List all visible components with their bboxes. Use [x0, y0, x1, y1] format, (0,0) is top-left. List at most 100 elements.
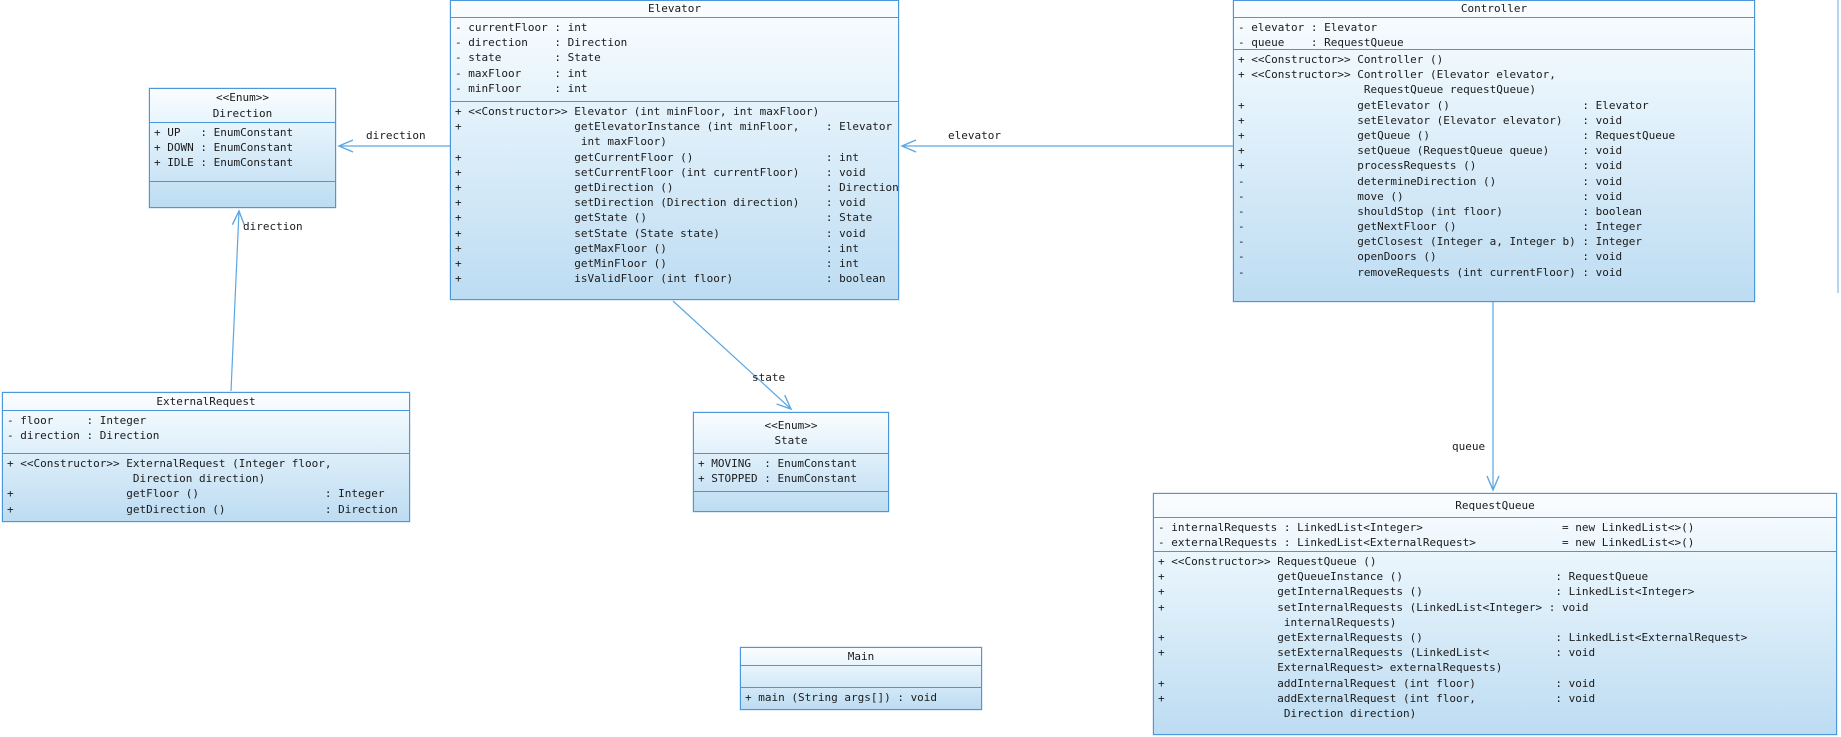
member-line: + <<Constructor>> Elevator (int minFloor…: [455, 105, 820, 118]
class-name: Elevator: [648, 2, 701, 16]
member-line: + setDirection (Direction direction) : v…: [455, 196, 866, 210]
member-line: - floor : Integer: [7, 414, 147, 427]
association-label-direction-2: direction: [243, 220, 303, 233]
class-name: RequestQueue: [1455, 498, 1535, 512]
member-line: - move () : void: [1238, 189, 1623, 203]
member-line: + getInternalRequests () : LinkedList<In…: [1158, 585, 1695, 599]
member-line: - direction : Direction: [455, 36, 628, 50]
member-line: ExternalRequest> externalRequests): [1158, 661, 1503, 675]
member-line: + <<Constructor>> Controller (): [1238, 53, 1444, 66]
methods-compartment: + <<Constructor>> ExternalRequest (Integ…: [3, 453, 409, 521]
member-line: - determineDirection () : void: [1238, 174, 1623, 188]
member-line: - state : State: [455, 51, 601, 65]
methods-compartment: + <<Constructor>> RequestQueue () + getQu…: [1154, 551, 1836, 734]
class-title-state: <<Enum>> State: [694, 413, 888, 453]
member-line: + <<Constructor>> ExternalRequest (Integ…: [7, 457, 332, 470]
association-label-state: state: [752, 371, 786, 384]
class-name: ExternalRequest: [156, 394, 256, 408]
member-line: - currentFloor : int: [455, 21, 588, 34]
attributes-compartment: + MOVING : EnumConstant+ STOPPED : EnumC…: [694, 453, 888, 491]
member-line: + addInternalRequest (int floor) : void: [1158, 676, 1596, 690]
class-name: Direction: [212, 106, 273, 120]
methods-compartment: + main (String args[]) : void: [741, 687, 981, 709]
member-line: + getMinFloor () : int: [455, 256, 859, 270]
member-line: + setInternalRequests (LinkedList<Intege…: [1158, 600, 1589, 614]
member-line: - removeRequests (int currentFloor) : vo…: [1238, 265, 1623, 279]
member-line: Direction direction): [1158, 706, 1417, 720]
member-line: - getNextFloor () : Integer: [1238, 220, 1642, 234]
member-line: RequestQueue requestQueue): [1238, 83, 1537, 97]
member-line: + getState () : State: [455, 211, 873, 225]
member-line: internalRequests): [1158, 615, 1397, 629]
attributes-compartment: - floor : Integer - direction : Direction: [3, 410, 409, 453]
class-title-direction: <<Enum>> Direction: [150, 89, 335, 122]
class-name: Main: [847, 649, 875, 663]
member-line: + getDirection () : Direction: [455, 180, 898, 194]
class-title-request-queue: RequestQueue: [1154, 494, 1836, 517]
member-line: - direction : Direction: [7, 429, 160, 443]
member-line: + UP : EnumConstant: [154, 126, 294, 139]
member-line: Direction direction): [7, 472, 266, 486]
member-line: + setQueue (RequestQueue queue) : void: [1238, 144, 1623, 158]
class-box-request-queue[interactable]: RequestQueue - internalRequests : Linked…: [1153, 493, 1837, 735]
class-title-controller: Controller: [1234, 1, 1754, 17]
attributes-compartment: + UP : EnumConstant + DOWN : EnumConstant…: [150, 122, 335, 181]
member-line: + getDirection () : Direction: [7, 502, 398, 516]
member-line: + getElevatorInstance (int minFloor, : E…: [455, 120, 893, 134]
member-line: + getElevator () : Elevator: [1238, 98, 1649, 112]
methods-compartment: + <<Constructor>> Controller () + <<Const…: [1234, 49, 1754, 301]
member-line: int maxFloor): [455, 135, 667, 149]
class-box-state[interactable]: <<Enum>> State + MOVING : EnumConstant+ …: [693, 412, 889, 512]
association-label-elevator: elevator: [948, 129, 1001, 142]
member-line: - externalRequests : LinkedList<External…: [1158, 536, 1695, 550]
methods-compartment: [150, 181, 335, 207]
member-line: + processRequests () : void: [1238, 159, 1623, 173]
member-line: + main (String args[]) : void: [745, 691, 938, 704]
member-line: + DOWN : EnumConstant: [154, 141, 294, 155]
member-line: + setCurrentFloor (int currentFloor) : v…: [455, 165, 866, 179]
class-title-main: Main: [741, 648, 981, 665]
association-label-direction: direction: [366, 129, 426, 142]
class-title-elevator: Elevator: [451, 1, 898, 17]
member-line: + MOVING : EnumConstant: [698, 457, 857, 470]
association-externalrequest-to-direction[interactable]: [230, 209, 246, 392]
member-line: + getExternalRequests () : LinkedList<Ex…: [1158, 630, 1748, 644]
member-line: + isValidFloor (int floor) : boolean: [455, 272, 886, 286]
association-elevator-to-state[interactable]: [672, 300, 793, 411]
class-name: State: [774, 434, 808, 447]
member-line: + setExternalRequests (LinkedList< : voi…: [1158, 646, 1596, 660]
class-box-elevator[interactable]: Elevator - currentFloor : int - direction…: [450, 0, 899, 300]
class-box-direction[interactable]: <<Enum>> Direction + UP : EnumConstant+ …: [149, 88, 336, 208]
class-stereotype: <<Enum>>: [764, 418, 818, 432]
member-line: - internalRequests : LinkedList<Integer>…: [1158, 521, 1695, 534]
member-line: - shouldStop (int floor) : boolean: [1238, 204, 1642, 218]
member-line: + getQueueInstance () : RequestQueue: [1158, 570, 1649, 584]
methods-compartment: [694, 491, 888, 511]
class-box-external-request[interactable]: ExternalRequest - floor : Integer - direc…: [2, 392, 410, 522]
attributes-compartment: - internalRequests : LinkedList<Integer>…: [1154, 517, 1836, 551]
member-line: + <<Constructor>> RequestQueue (): [1158, 555, 1377, 568]
member-line: + addExternalRequest (int floor, : void: [1158, 691, 1596, 705]
methods-compartment: + <<Constructor>> Elevator (int minFloor…: [451, 101, 898, 299]
member-line: + <<Constructor>> Controller (Elevator e…: [1238, 68, 1556, 82]
association-label-queue: queue: [1452, 440, 1486, 453]
member-line: - openDoors () : void: [1238, 250, 1623, 264]
class-name: Controller: [1460, 2, 1528, 16]
member-line: - maxFloor : int: [455, 66, 588, 80]
member-line: + getQueue () : RequestQueue: [1238, 128, 1676, 142]
member-line: + getMaxFloor () : int: [455, 241, 859, 255]
member-line: + getCurrentFloor () : int: [455, 150, 859, 164]
member-line: - getClosest (Integer a, Integer b) : In…: [1238, 235, 1642, 249]
attributes-compartment: - elevator : Elevator- queue : RequestQu…: [1234, 17, 1754, 49]
class-box-main[interactable]: Main + main (String args[]) : void: [740, 647, 982, 710]
class-stereotype: <<Enum>>: [216, 91, 269, 105]
attributes-compartment: - currentFloor : int - direction : Direct…: [451, 17, 898, 101]
member-line: + getFloor () : Integer: [7, 487, 385, 501]
class-title-external-request: ExternalRequest: [3, 393, 409, 410]
class-box-controller[interactable]: Controller - elevator : Elevator- queue …: [1233, 0, 1755, 302]
member-line: + setState (State state) : void: [455, 226, 866, 240]
member-line: - minFloor : int: [455, 81, 588, 95]
member-line: - elevator : Elevator: [1238, 21, 1378, 34]
